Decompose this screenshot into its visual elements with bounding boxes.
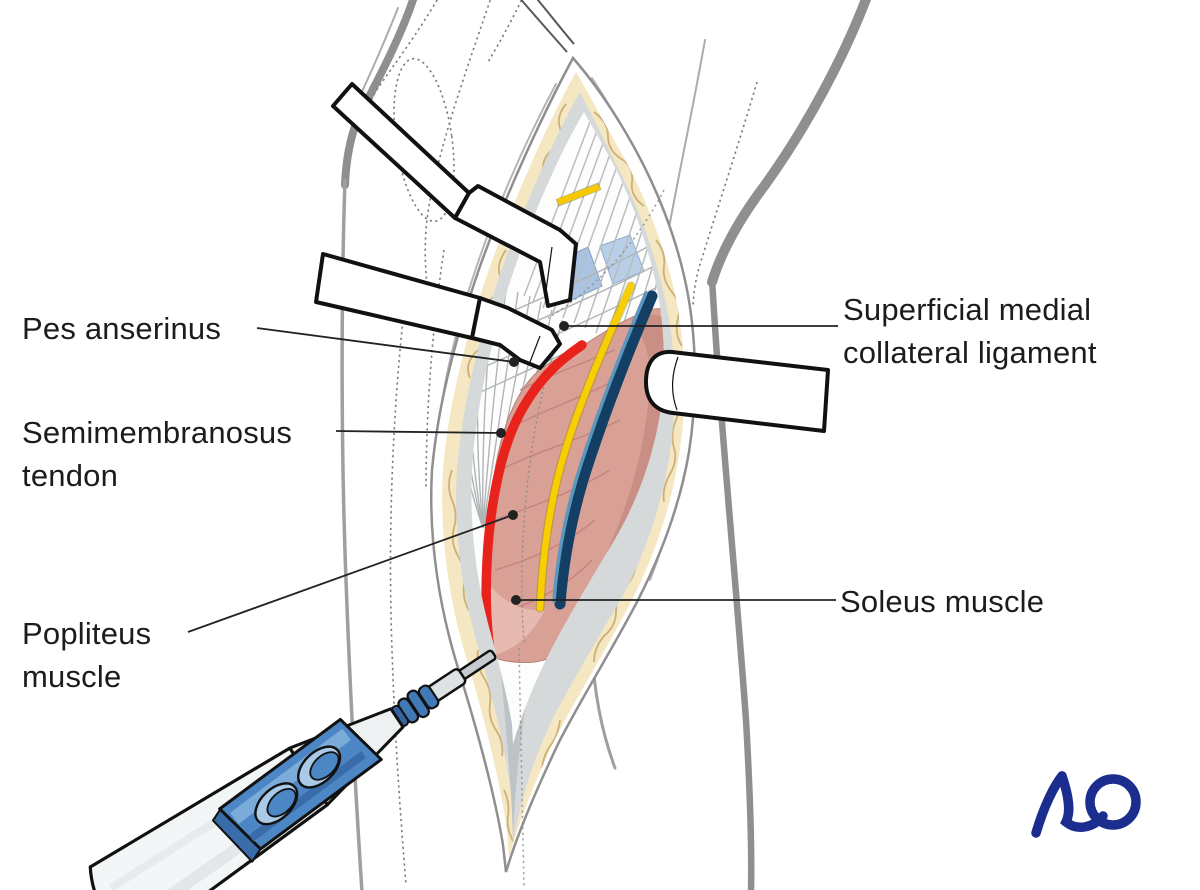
incision-closed-line — [520, 0, 568, 53]
label-line: Superficial medial — [843, 292, 1092, 327]
ao-logo-a-swoosh — [1057, 771, 1108, 832]
ao-logo-o — [1085, 774, 1141, 830]
label-line: muscle — [22, 659, 122, 694]
label-line: Soleus muscle — [840, 584, 1045, 619]
label-semimembranosus-tendon: Semimembranosus tendon — [22, 411, 292, 497]
leader-dot-soleus — [511, 595, 521, 605]
landmark-dotted-lines — [363, 0, 758, 886]
wound-contents — [471, 121, 664, 663]
label-line: Pes anserinus — [22, 311, 222, 346]
pen-collar — [390, 684, 440, 728]
red-cut-edge — [481, 340, 587, 663]
leader-dot-superficial-mcl — [559, 321, 569, 331]
leader-popliteus — [187, 514, 514, 633]
nerve-branch-yellow — [555, 182, 602, 207]
leader-dot-pes-anserinus — [509, 357, 519, 367]
vessel-blue-line — [552, 290, 658, 610]
ao-logo: AO — [1031, 771, 1141, 838]
label-line: Popliteus — [22, 616, 152, 651]
label-superficial-mcl: Superficial medial collateral ligament — [843, 288, 1097, 374]
label-line: Semimembranosus — [22, 415, 293, 450]
dotted-overlays — [518, 189, 665, 889]
label-soleus-muscle: Soleus muscle — [840, 580, 1044, 623]
retractor-right — [644, 349, 830, 433]
electrocautery-pen — [88, 649, 497, 890]
incision-closed-line — [536, 0, 575, 45]
retractor-lower-left — [314, 252, 562, 370]
nerve-yellow-line — [535, 281, 636, 613]
pen-button-panel — [211, 717, 383, 863]
retractor-upper-left — [331, 82, 578, 308]
label-pes-anserinus: Pes anserinus — [22, 307, 221, 350]
leader-lines — [187, 321, 838, 633]
leader-dot-semimembranosus — [496, 428, 506, 438]
leader-dot-popliteus — [508, 510, 518, 520]
leader-semimembranosus — [335, 430, 502, 434]
leader-pes-anserinus — [256, 327, 515, 363]
label-popliteus-muscle: Popliteus muscle — [22, 612, 151, 698]
label-line: collateral ligament — [843, 335, 1097, 370]
soleus-shading — [486, 580, 545, 655]
label-line: tendon — [22, 458, 119, 493]
